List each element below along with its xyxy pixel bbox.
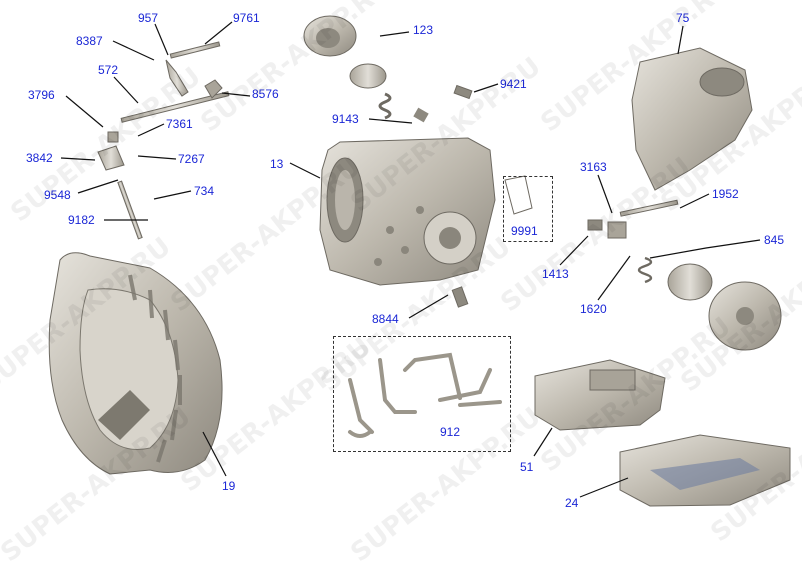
- callout-7267[interactable]: 7267: [178, 152, 205, 166]
- callout-9143[interactable]: 9143: [332, 112, 359, 126]
- exploded-parts-diagram: [48, 15, 791, 507]
- callout-9761[interactable]: 9761: [233, 11, 260, 25]
- callout-13[interactable]: 13: [270, 157, 284, 171]
- callout-1620[interactable]: 1620: [580, 302, 607, 316]
- callout-1952[interactable]: 1952: [712, 187, 739, 201]
- callout-957[interactable]: 957: [138, 11, 159, 25]
- callout-7361[interactable]: 7361: [166, 117, 193, 131]
- callout-75[interactable]: 75: [676, 11, 690, 25]
- kit-box-912: [333, 336, 511, 452]
- callout-24[interactable]: 24: [565, 496, 579, 510]
- callout-123[interactable]: 123: [413, 23, 434, 37]
- callout-3163[interactable]: 3163: [580, 160, 607, 174]
- rear-cover-part[interactable]: [637, 256, 782, 351]
- callout-9182[interactable]: 9182: [68, 213, 95, 227]
- callout-9548[interactable]: 9548: [44, 188, 71, 202]
- callout-8576[interactable]: 8576: [252, 87, 279, 101]
- servo-piston-assembly-part[interactable]: [303, 15, 429, 123]
- kit-box-9991: [503, 176, 553, 242]
- callout-1413[interactable]: 1413: [542, 267, 569, 281]
- bell-housing-part[interactable]: [48, 252, 223, 475]
- callout-8844[interactable]: 8844: [372, 312, 399, 326]
- callout-3796[interactable]: 3796: [28, 88, 55, 102]
- callout-572[interactable]: 572: [98, 63, 119, 77]
- transmission-case-part[interactable]: [319, 137, 496, 286]
- callout-8387[interactable]: 8387: [76, 34, 103, 48]
- callout-734[interactable]: 734: [194, 184, 215, 198]
- oil-pan-part[interactable]: [619, 434, 791, 507]
- callout-845[interactable]: 845: [764, 233, 785, 247]
- callout-19[interactable]: 19: [222, 479, 236, 493]
- callout-51[interactable]: 51: [520, 460, 534, 474]
- oil-tubes-part[interactable]: [348, 352, 502, 438]
- callout-3842[interactable]: 3842: [26, 151, 53, 165]
- shift-linkage-parts[interactable]: [97, 41, 679, 308]
- valve-body-part[interactable]: [534, 359, 666, 431]
- extension-housing-part[interactable]: [631, 47, 753, 191]
- callout-9991[interactable]: 9991: [511, 224, 538, 238]
- callout-912[interactable]: 912: [440, 425, 461, 439]
- callout-9421[interactable]: 9421: [500, 77, 527, 91]
